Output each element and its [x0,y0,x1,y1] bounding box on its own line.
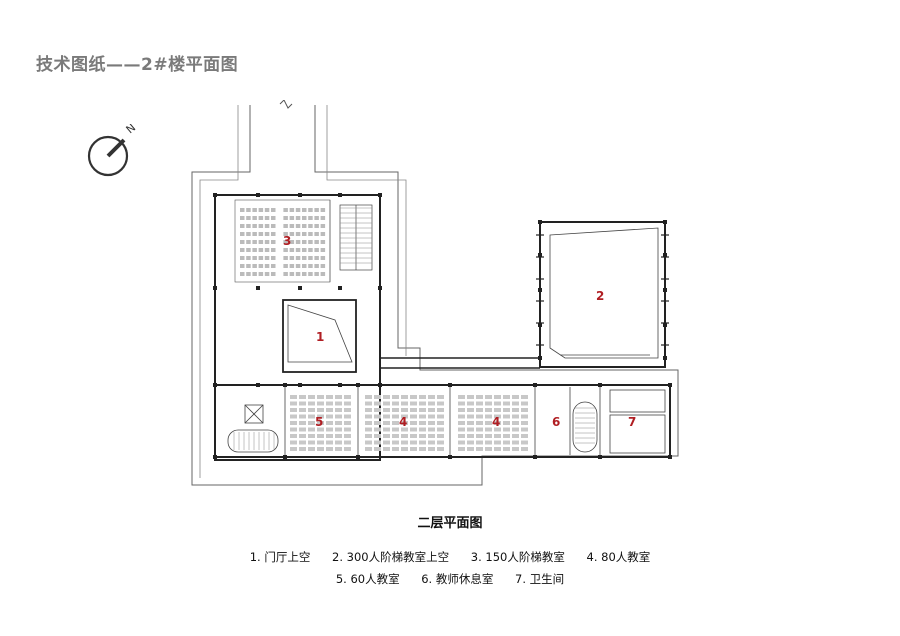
north-arrow-icon: N [87,124,139,177]
room-label-4b: 4 [492,415,500,429]
legend-item: 2. 300人阶梯教室上空 [332,550,450,564]
room-label-3: 3 [283,234,291,248]
legend-item: 5. 60人教室 [335,572,400,586]
north-label: N [124,124,139,136]
legend-item: 1. 门厅上空 [249,550,311,564]
room-label-7: 7 [628,415,636,429]
legend-item: 4. 80人教室 [586,550,651,564]
legend-row-2: 5. 60人教室 6. 教师休息室 7. 卫生间 [0,571,900,587]
room-label-2: 2 [596,289,604,303]
legend-item: 3. 150人阶梯教室 [470,550,565,564]
page-title: 技术图纸——2#楼平面图 [36,55,239,75]
room-label-4a: 4 [399,415,407,429]
legend-item: 7. 卫生间 [515,572,565,586]
room-label-6: 6 [552,415,560,429]
legend-row-1: 1. 门厅上空 2. 300人阶梯教室上空 3. 150人阶梯教室 4. 80人… [0,549,900,565]
legend-item: 6. 教师休息室 [421,572,494,586]
room-label-5: 5 [315,415,323,429]
floor-plan: 3 1 2 5 4 4 6 7 [191,100,679,486]
drawing-caption: 二层平面图 [417,516,483,531]
room-label-1: 1 [316,330,324,344]
